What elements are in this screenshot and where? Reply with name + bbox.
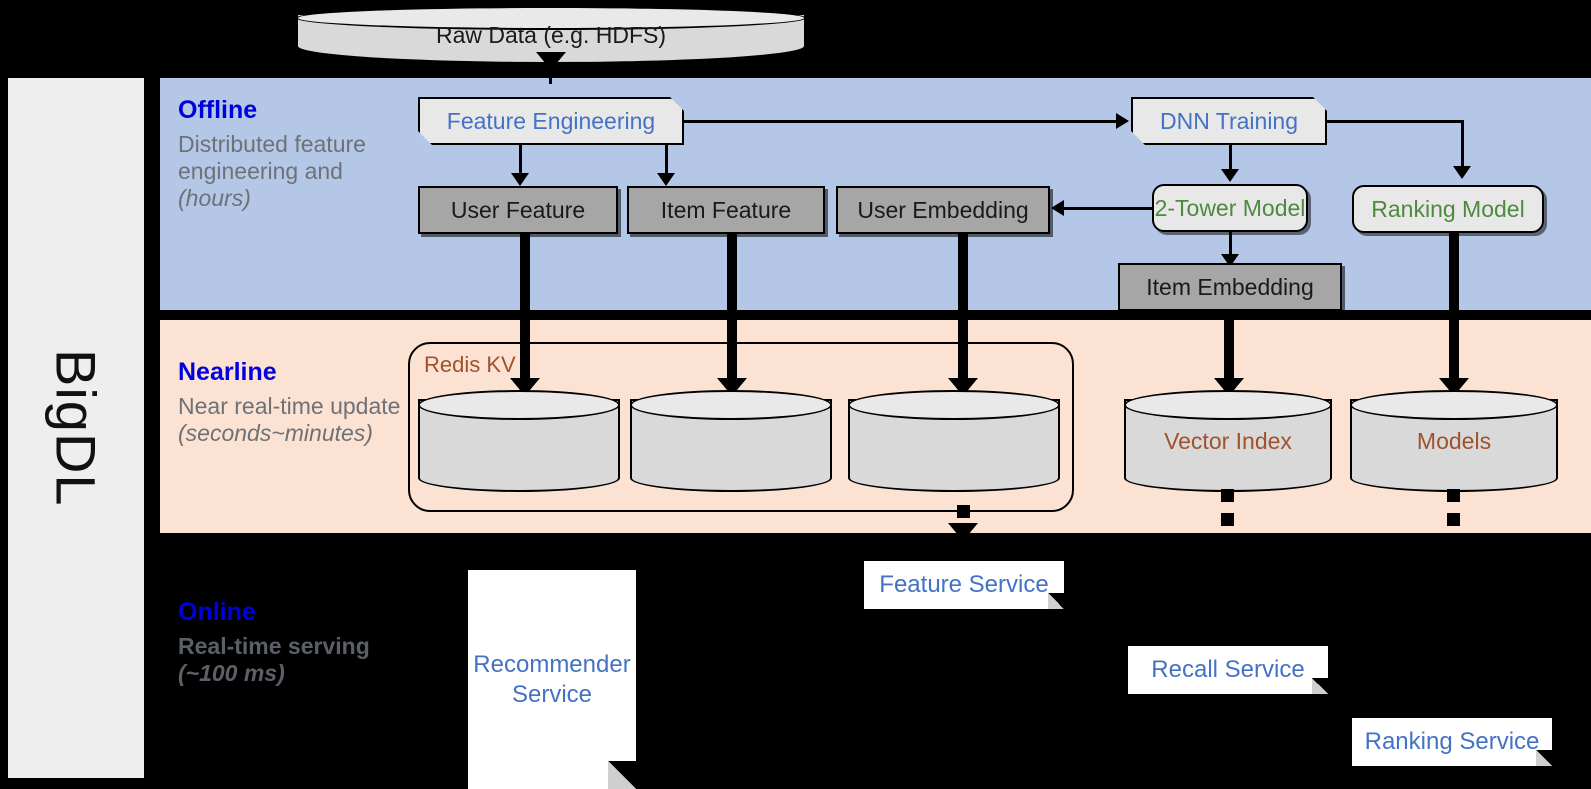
store-user-feature [418,390,620,492]
dash-featureservice-1 [957,505,970,518]
bigdl-platform-rail: BigDL [8,78,144,778]
arrowhead-fe-userfeature [511,173,529,186]
cylinder-top [418,390,620,420]
node-user-feature[interactable]: User Feature [418,186,618,234]
node-ranking-model[interactable]: Ranking Model [1352,185,1544,233]
node-dnn-training[interactable]: DNN Training [1131,97,1327,145]
connector-dnn-2tower [1229,145,1232,171]
arrowhead-2tower-userembedding [1051,200,1064,216]
cylinder-top [1124,390,1332,420]
pipe-itemembedding-vectorindex [1224,311,1234,386]
dash-rankingservice-2 [1447,513,1460,526]
node-item-feature[interactable]: Item Feature [627,186,825,234]
arrowhead-fe-itemfeature [657,173,675,186]
node-2-tower-model[interactable]: 2-Tower Model [1152,184,1308,232]
connector-fe-dnn [684,120,1116,123]
store-user-embedding [848,390,1060,492]
cylinder-top [848,390,1060,420]
store-item-feature [630,390,832,492]
service-recall[interactable]: Recall Service [1128,646,1328,694]
bigdl-label: BigDL [44,349,108,507]
cylinder-top [630,390,832,420]
vector-index-label: Vector Index [1164,427,1292,454]
connector-dnn-ranking-h [1327,120,1463,123]
arrowhead-dnn-2tower [1221,169,1239,182]
connector-fe-itemfeature [665,145,668,175]
arrowhead-redis-featureservice [948,523,978,541]
raw-data-store: Raw Data (e.g. HDFS) [296,6,806,64]
store-vector-index: Vector Index [1124,390,1332,492]
online-subtitle: Real-time serving (~100 ms) [178,633,370,687]
models-label: Models [1416,427,1492,454]
store-user-embedding-label [848,390,1060,492]
nearline-subtitle: Near real-time update (seconds~minutes) [178,393,401,447]
pipe-userfeature-store [520,234,530,386]
connector-2tower-userembedding [1064,207,1154,210]
online-title: Online [178,598,256,626]
arrowhead-fe-dnn [1116,113,1129,129]
redis-kv-label: Redis KV [424,352,516,377]
offline-caption: Offline Distributed feature engineering … [178,96,403,212]
cylinder-top [1350,390,1558,420]
online-caption: Online Real-time serving (~100 ms) [178,598,403,687]
offline-subtitle: Distributed feature engineering and (hou… [178,131,366,212]
nearline-caption: Nearline Near real-time update (seconds~… [178,358,403,447]
service-feature[interactable]: Feature Service [864,561,1064,609]
arrowhead-rawdata-fe [536,52,566,70]
redis-kv-container [408,342,1074,512]
connector-dnn-ranking-v [1461,120,1464,168]
raw-data-label: Raw Data (e.g. HDFS) [435,21,667,48]
node-feature-engineering[interactable]: Feature Engineering [418,97,684,145]
pipe-userembedding-store [958,234,968,386]
connector-rawdata-fe [549,64,552,84]
connector-2tower-itemembedding [1229,232,1232,258]
node-item-embedding[interactable]: Item Embedding [1118,263,1342,311]
nearline-title: Nearline [178,358,277,386]
store-models: Models [1350,390,1558,492]
service-recommender[interactable]: Recommender Service [468,570,636,789]
store-user-feature-label [418,390,620,492]
offline-title: Offline [178,96,258,124]
arrowhead-dnn-ranking [1453,166,1471,179]
pipe-rankingmodel-models [1449,232,1459,386]
store-item-feature-label [630,390,832,492]
node-user-embedding[interactable]: User Embedding [836,186,1050,234]
pipe-itemfeature-store [727,234,737,386]
cylinder-top [296,6,806,30]
dash-recallservice-1 [1221,489,1234,502]
connector-fe-userfeature [519,145,522,175]
service-ranking[interactable]: Ranking Service [1352,718,1552,766]
dash-recallservice-2 [1221,513,1234,526]
dash-rankingservice-1 [1447,489,1460,502]
